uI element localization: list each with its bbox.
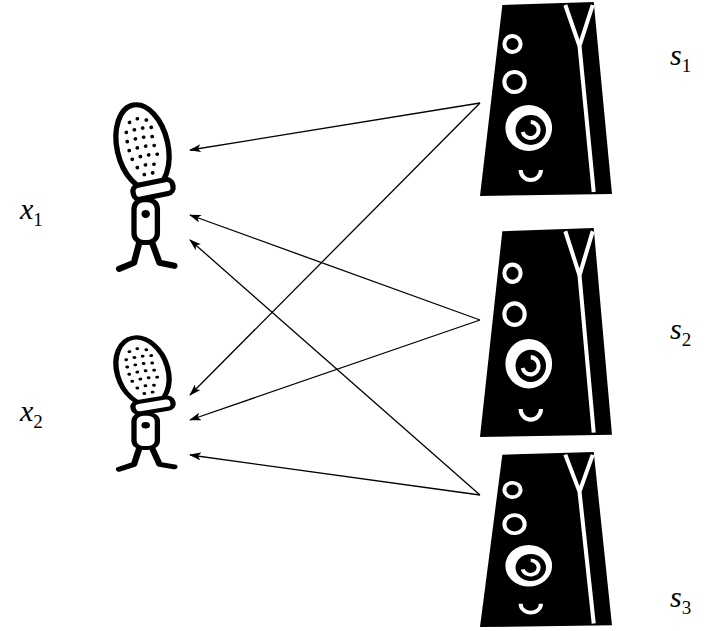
- label-letter: x: [20, 394, 33, 427]
- label-subscript: 2: [33, 411, 43, 432]
- signal-label: x1: [20, 194, 43, 229]
- signal-label: s1: [670, 40, 691, 75]
- speaker-node: s2: [480, 228, 706, 438]
- signal-label: s2: [670, 314, 691, 349]
- signal-label: s3: [670, 582, 691, 617]
- microphone-node: x2: [20, 330, 190, 475]
- label-letter: x: [20, 192, 33, 225]
- microphone-node: x1: [20, 98, 190, 278]
- speaker-icon: [480, 452, 612, 628]
- label-subscript: 2: [682, 329, 692, 350]
- signal-arrow: [190, 103, 480, 150]
- signal-arrow: [190, 320, 480, 420]
- label-subscript: 3: [682, 597, 692, 618]
- speaker-node: s3: [480, 452, 706, 628]
- speaker-icon: [480, 228, 612, 438]
- signal-arrow: [190, 240, 480, 495]
- label-subscript: 1: [682, 55, 692, 76]
- microphone-icon: [100, 98, 185, 276]
- microphone-icon: [100, 332, 185, 475]
- signal-arrow: [190, 215, 480, 320]
- signal-label: x2: [20, 396, 43, 431]
- speaker-node: s1: [480, 2, 706, 198]
- signal-arrow: [190, 455, 480, 495]
- label-letter: s: [670, 580, 682, 613]
- label-letter: s: [670, 312, 682, 345]
- signal-arrow: [190, 103, 480, 395]
- label-subscript: 1: [33, 209, 43, 230]
- speaker-icon: [480, 2, 612, 197]
- label-letter: s: [670, 38, 682, 71]
